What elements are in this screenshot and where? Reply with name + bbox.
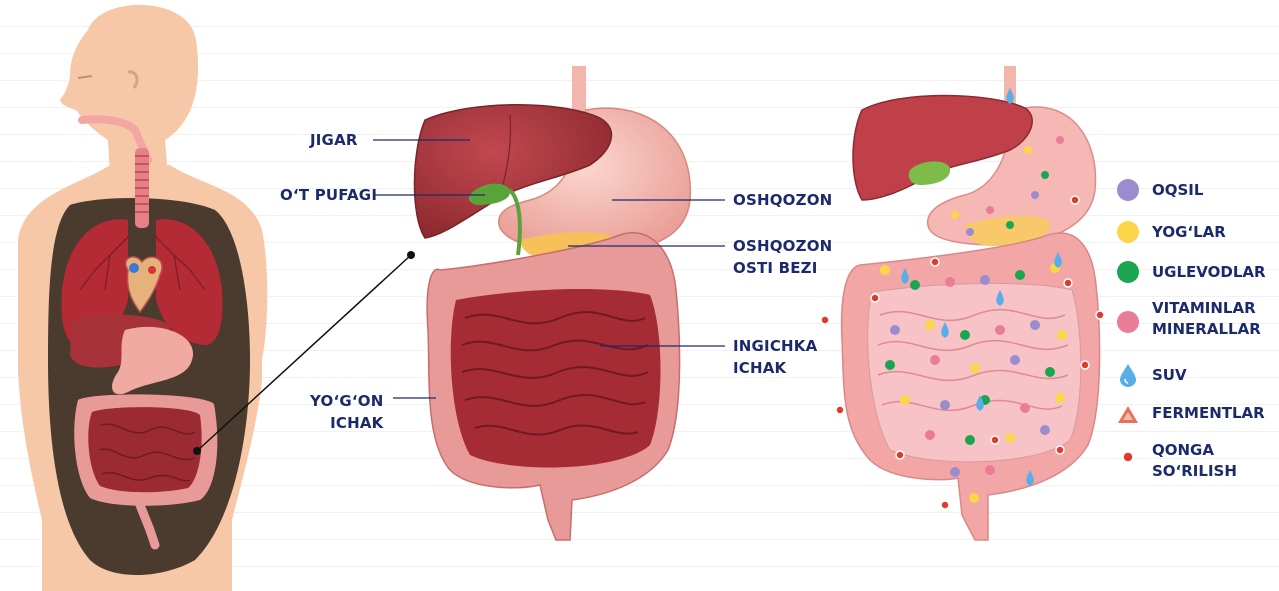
label-liver: JIGAR	[310, 129, 358, 151]
label-large-intestine: YO‘G‘ON ICHAK	[310, 390, 384, 434]
right-digestive-system	[821, 66, 1104, 540]
label-pancreas: OSHQOZON OSTI BEZI	[733, 235, 832, 279]
label-gallbladder: O‘T PUFAGI	[280, 184, 377, 206]
head	[60, 5, 198, 175]
green-dot-icon	[1116, 260, 1140, 284]
triangle-icon	[1116, 403, 1140, 425]
label-stomach: OSHQOZON	[733, 189, 832, 211]
label-small-intestine: INGICHKA ICHAK	[733, 335, 817, 379]
red-dot-icon	[1116, 445, 1140, 469]
yellow-dot-icon	[1116, 220, 1140, 244]
mid-small-intestine	[451, 289, 661, 468]
water-drop-icon	[1116, 362, 1140, 388]
purple-dot-icon	[1116, 178, 1140, 202]
middle-digestive-system	[414, 66, 690, 540]
pink-dot-icon	[1116, 310, 1140, 334]
human-body	[18, 5, 267, 591]
